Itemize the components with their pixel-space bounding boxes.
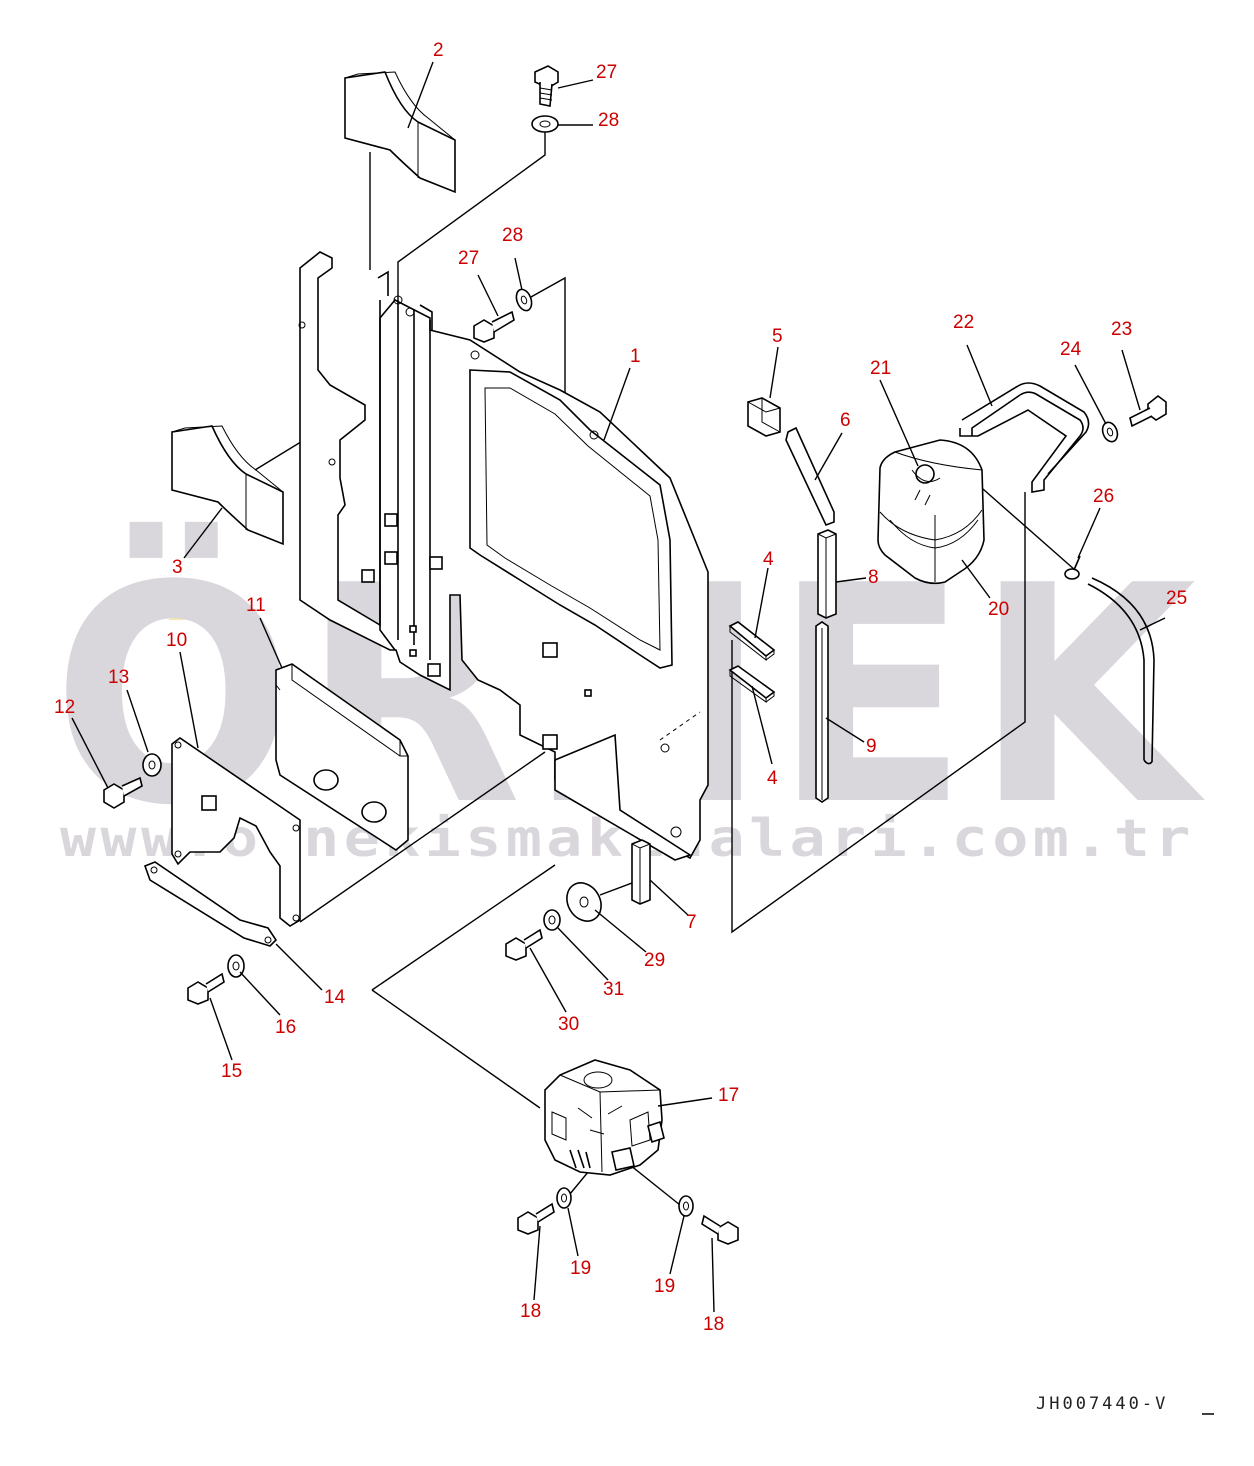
callout-28: 28: [598, 110, 619, 131]
callout-labels: 2 27 28 28 27 1 5 6 21 22 23 24 26 25 20…: [54, 40, 1187, 1335]
part-13-washer: [142, 753, 162, 777]
callout-17: 17: [718, 1085, 739, 1106]
assembly-line-19b: [629, 1164, 681, 1206]
callout-26: 26: [1093, 486, 1114, 507]
callout-6: 6: [840, 410, 851, 431]
part-22-bracket: [959, 382, 1090, 493]
part-16-washer: [227, 954, 245, 978]
callout-2: 2: [433, 40, 444, 61]
callout-20: 20: [988, 599, 1009, 620]
part-18-bolt-left: [517, 1202, 555, 1235]
assembly-line-20: [731, 492, 1026, 934]
watermark-accent-left: [112, 598, 156, 620]
part-12-bolt: [103, 776, 143, 809]
callout-25: 25: [1166, 588, 1187, 609]
frame-clip: [542, 642, 558, 658]
callout-30: 30: [558, 1014, 579, 1035]
callout-12: 12: [54, 697, 75, 718]
callout-23: 23: [1111, 319, 1132, 340]
part-24-washer: [1101, 421, 1119, 443]
part-10-plate: [171, 737, 301, 927]
callout-29: 29: [644, 950, 665, 971]
drawing-code: JH007440-V: [1036, 1394, 1169, 1414]
part-14-strap: [143, 861, 278, 947]
part-19-washer-left: [556, 1187, 572, 1209]
callout-22: 22: [953, 312, 974, 333]
callout-4: 4: [763, 549, 774, 570]
callout-31: 31: [603, 979, 624, 1000]
callout-28: 28: [502, 225, 523, 246]
callout-leaders: [71, 61, 1166, 1313]
callout-16: 16: [275, 1017, 296, 1038]
part-26-clamp: [1064, 555, 1081, 580]
part-2-foam-block: [344, 71, 456, 194]
part-9-strip: [815, 621, 829, 803]
assembly-line-17a: [371, 864, 556, 991]
frame-clip: [384, 513, 398, 527]
callout-18: 18: [703, 1314, 724, 1335]
callout-27: 27: [596, 62, 617, 83]
callout-14: 14: [324, 987, 346, 1008]
part-28-washer-mid: [515, 288, 533, 312]
part-1-frame: [298, 251, 709, 861]
callout-15: 15: [221, 1061, 242, 1082]
watermark-accent-right: [168, 598, 212, 620]
callout-21: 21: [870, 358, 891, 379]
callout-8: 8: [868, 567, 879, 588]
part-27-bolt-top: [534, 65, 559, 107]
part-25-hose: [1087, 577, 1155, 765]
part-19-washer-right: [678, 1195, 694, 1217]
frame-hole: [393, 295, 403, 305]
part-4-pad-upper: [728, 621, 776, 662]
callout-19: 19: [654, 1276, 675, 1297]
assembly-line-17b: [371, 989, 541, 1109]
callout-7: 7: [686, 912, 697, 933]
callout-1: 1: [630, 346, 641, 367]
callout-5: 5: [772, 326, 783, 347]
part-30-bolt: [505, 928, 543, 961]
part-18-bolt-right: [701, 1214, 739, 1245]
part-6-strip: [785, 426, 835, 527]
part-17-valve-assembly: [544, 1059, 665, 1176]
part-3-foam-block: [171, 425, 284, 546]
part-27-bolt-mid: [473, 310, 515, 343]
part-8-strip: [817, 529, 837, 619]
callout-27: 27: [458, 248, 479, 269]
part-7-block: [631, 839, 651, 905]
callout-13: 13: [108, 667, 129, 688]
callout-10: 10: [166, 630, 187, 651]
callout-3: 3: [172, 557, 183, 578]
part-29-washer: [566, 882, 602, 922]
part-11-cover: [275, 663, 409, 851]
part-4-pad-lower: [728, 665, 776, 703]
callout-19: 19: [570, 1258, 591, 1279]
callout-24: 24: [1060, 339, 1082, 360]
part-15-bolt: [187, 972, 225, 1005]
part-5-pad: [747, 397, 781, 437]
callout-4: 4: [767, 768, 778, 789]
part-23-bolt: [1129, 394, 1167, 428]
callout-9: 9: [866, 736, 877, 757]
assembly-line-11: [299, 751, 546, 923]
part-28-washer-top: [531, 115, 559, 133]
callout-11: 11: [246, 595, 266, 616]
callout-18: 18: [520, 1301, 541, 1322]
part-20-reservoir-tank: [877, 439, 985, 585]
assembly-line-28: [397, 128, 546, 300]
part-31-washer: [543, 909, 561, 931]
